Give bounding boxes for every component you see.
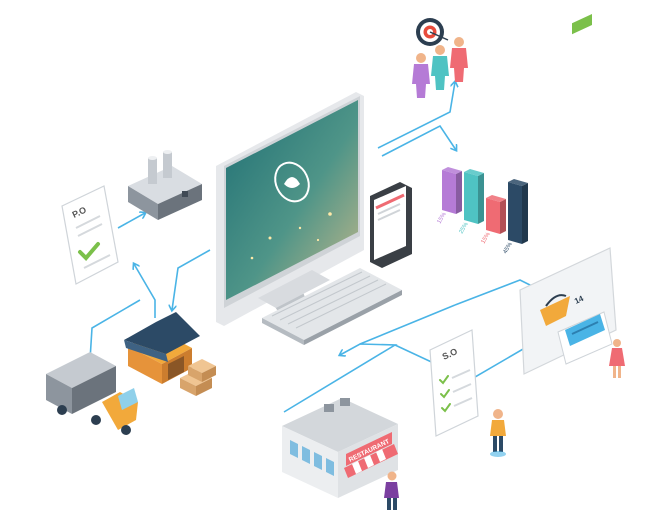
person-icon <box>490 409 506 457</box>
line-store-to-so <box>359 304 456 345</box>
check-icon <box>78 242 100 261</box>
arrow-warehouse-to-truck <box>90 299 141 360</box>
bar-label-4: 45% <box>503 241 515 255</box>
restaurant-building: RESTAURANT <box>282 398 398 498</box>
bar-2: 25% <box>459 169 484 235</box>
bar-chart: 15% 25% 15% 45% <box>437 167 528 255</box>
credit-card-icon <box>565 314 605 346</box>
arrow-store-to-monitor <box>283 343 398 413</box>
arrow-po-to-factory <box>117 213 145 229</box>
shopping-basket-icon <box>540 294 570 326</box>
check-icon <box>441 403 451 413</box>
tablet <box>370 182 412 268</box>
bar-3: 15% <box>481 195 506 245</box>
awning <box>344 444 398 478</box>
keyboard <box>262 268 402 345</box>
person-icon <box>431 45 449 90</box>
person-icon <box>450 37 468 82</box>
arrow-monitor-to-warehouse <box>172 249 211 310</box>
target-icon <box>416 18 449 46</box>
person-icon <box>412 53 430 98</box>
person-icon <box>609 339 625 378</box>
payment-amount: 14 <box>573 294 585 306</box>
bar-label-3: 15% <box>481 231 493 245</box>
desktop-monitor <box>216 92 364 326</box>
payment-terminal: 14 <box>519 13 617 375</box>
arrow-to-target <box>377 82 455 149</box>
arrow-to-chart <box>381 124 456 157</box>
person-icon <box>384 471 399 510</box>
truck-icon <box>46 352 138 435</box>
check-icon <box>439 375 449 385</box>
sales-order-document: S.O <box>429 329 479 437</box>
purchase-order-document: P.O <box>61 185 119 285</box>
arrow-warehouse-to-po <box>134 264 156 318</box>
boxes-icon <box>180 359 216 396</box>
bar-label-2: 25% <box>459 221 471 235</box>
factory-icon <box>128 150 202 220</box>
check-icon <box>440 389 450 399</box>
bar-4: 45% <box>503 179 528 255</box>
app-logo-icon <box>274 161 310 203</box>
bar-1: 15% <box>437 167 462 225</box>
target-customers <box>412 18 468 98</box>
bar-label-1: 15% <box>437 211 449 225</box>
warehouse-icon <box>124 312 200 384</box>
